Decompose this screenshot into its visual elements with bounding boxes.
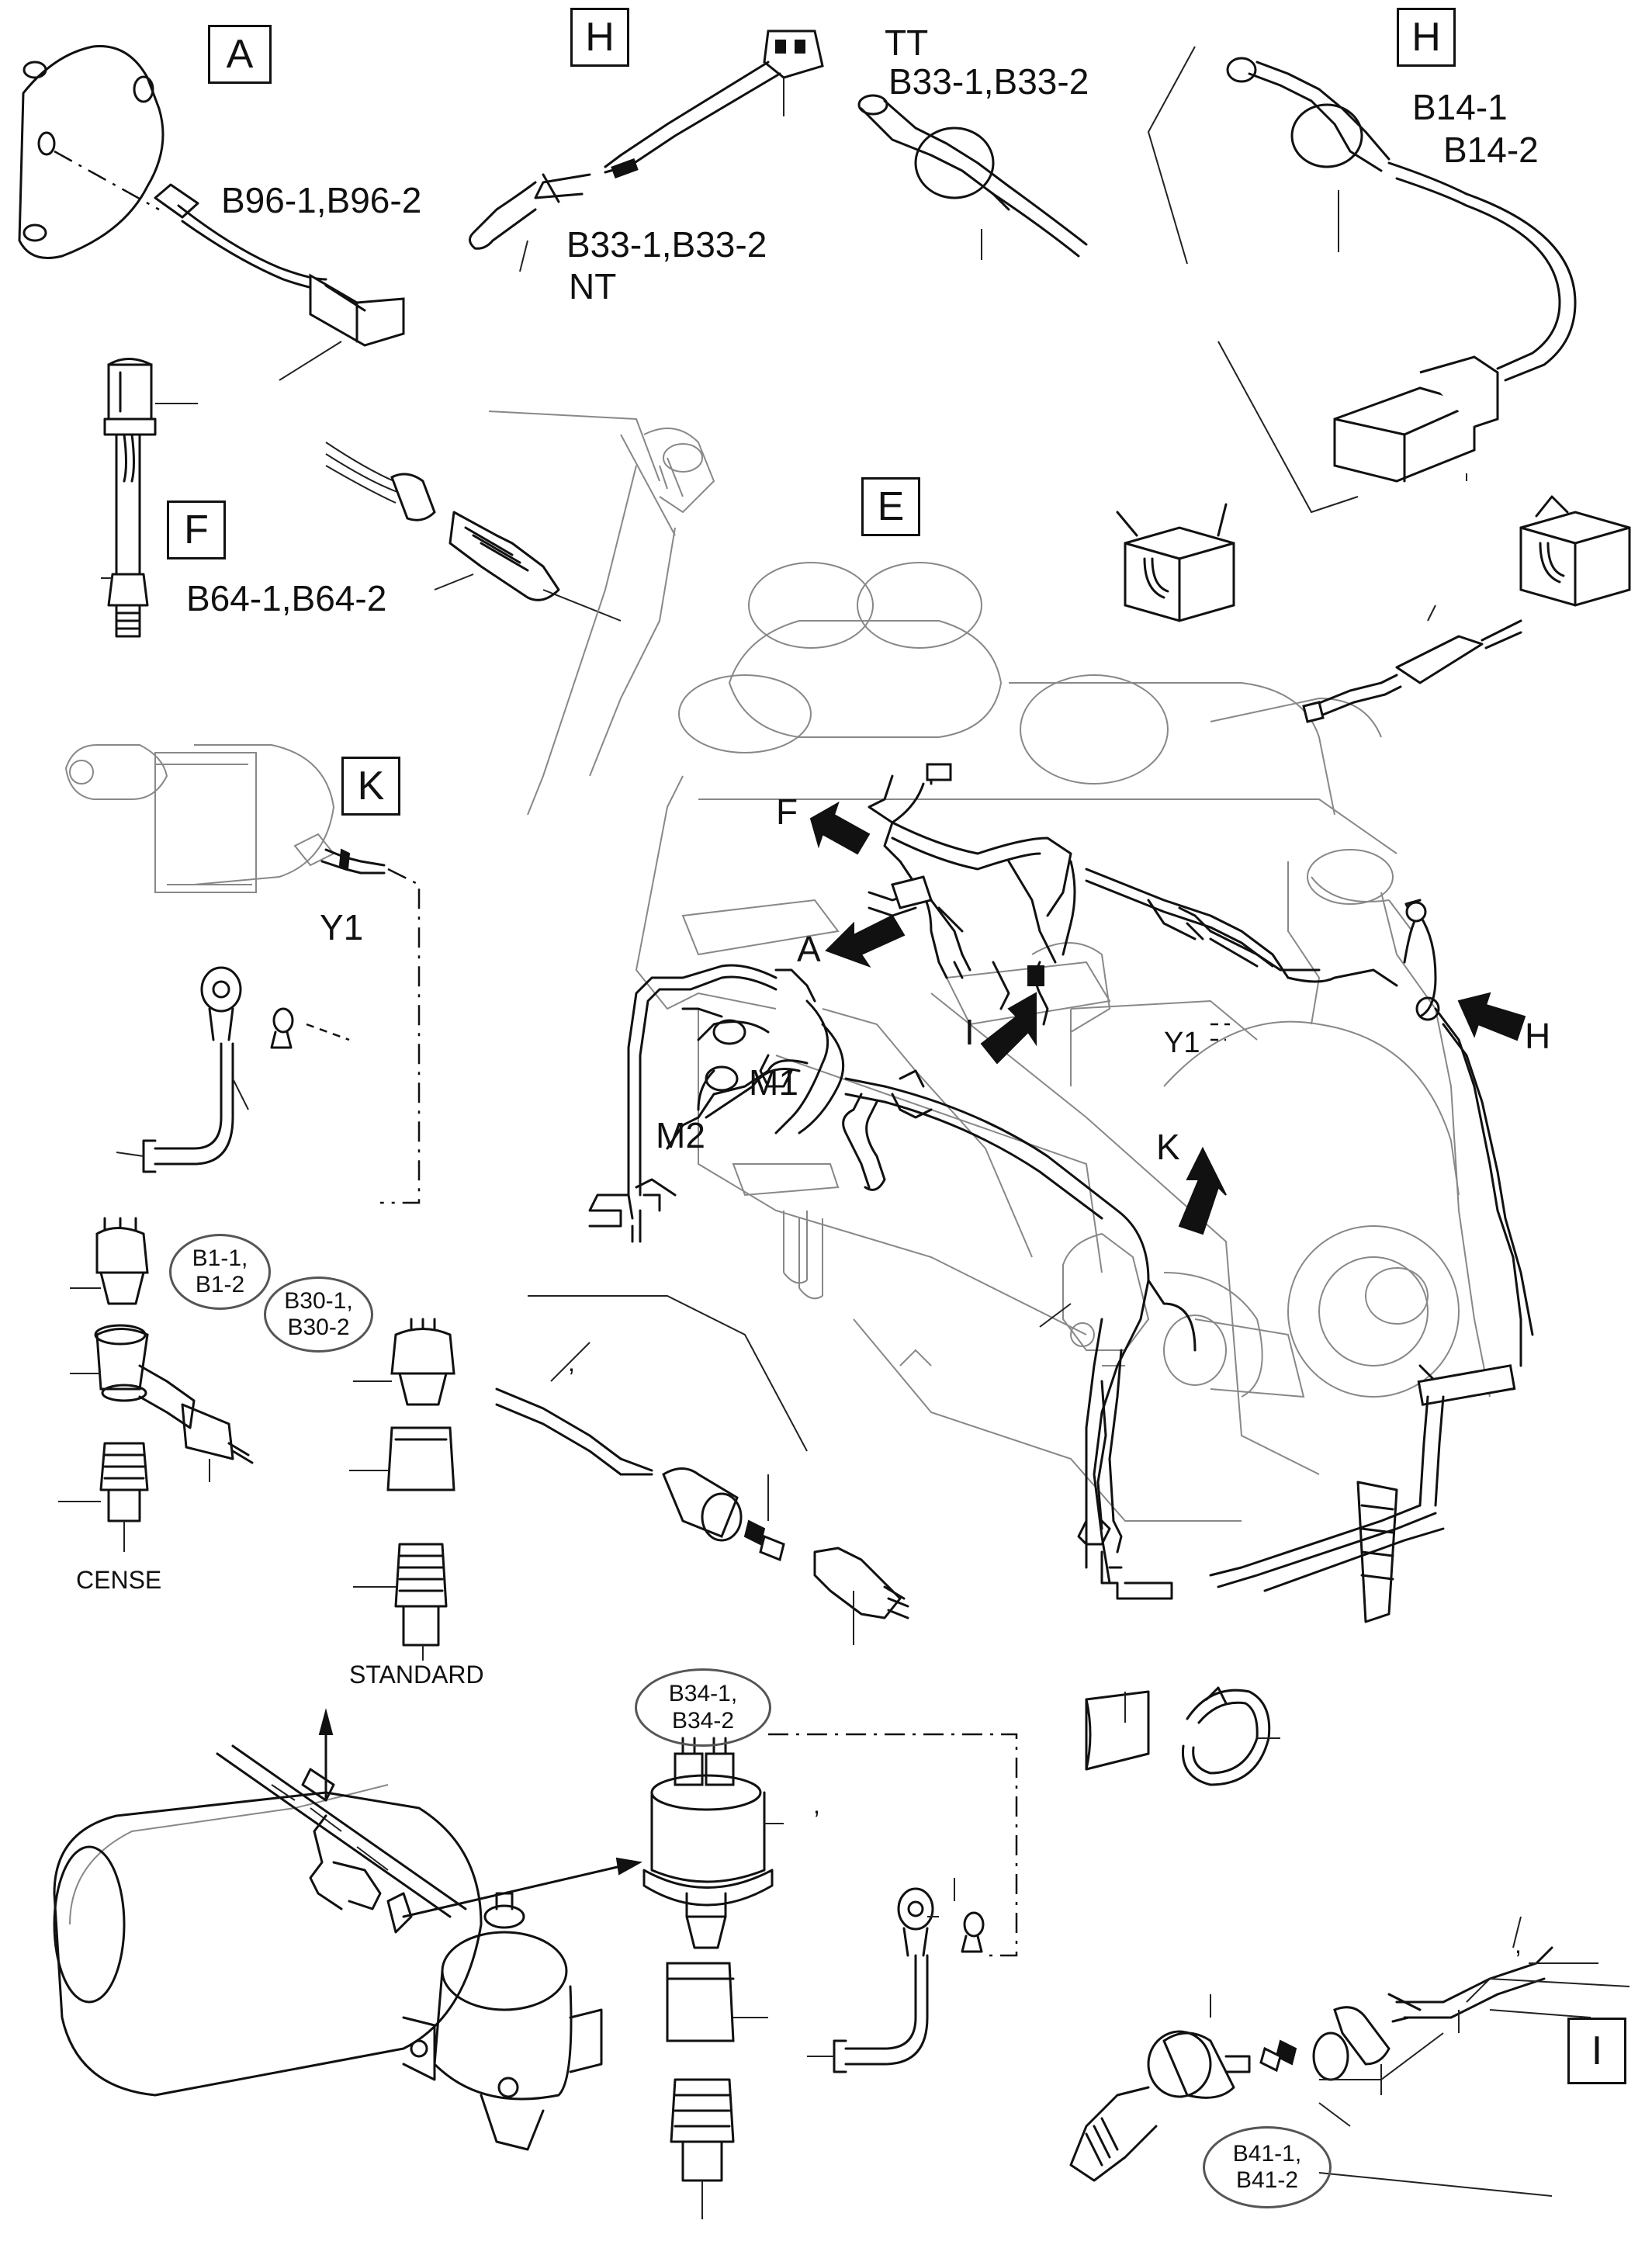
- label-b33-tt: B33-1,B33-2: [888, 61, 1089, 102]
- label-arrow-i: I: [965, 1012, 975, 1052]
- sensor-b96-illustration: [154, 183, 405, 347]
- sensor-plug-illustration: [325, 442, 622, 622]
- sensor-b14-illustration: [1226, 57, 1577, 483]
- label-standard: STANDARD: [349, 1661, 484, 1689]
- oval-b34: B34-1, B34-2: [635, 1668, 771, 1747]
- pressure-sensor-cense-illustration: [58, 1217, 254, 1552]
- label-b14-2: B14-2: [1443, 130, 1539, 170]
- section-i-leaders: [1319, 1962, 1598, 2080]
- label-comma-1: ,: [568, 1349, 575, 1377]
- section-box-f: F: [167, 501, 226, 559]
- label-comma-2: ,: [813, 1791, 820, 1819]
- label-arrow-h: H: [1525, 1016, 1551, 1056]
- label-m2: M2: [656, 1115, 705, 1155]
- label-cense: CENSE: [76, 1566, 162, 1594]
- oval-b30: B30-1, B30-2: [264, 1276, 373, 1353]
- wiring-harness-illustration: [588, 763, 1534, 1623]
- leader-line: [1039, 1303, 1072, 1328]
- section-box-k: K: [341, 757, 400, 816]
- arrowhead-right: [615, 1857, 642, 1876]
- oval-b34-line2: B34-2: [671, 1707, 735, 1734]
- label-y1-engine: Y1: [1164, 1027, 1200, 1059]
- section-box-i: I: [1567, 2018, 1626, 2084]
- label-nt: NT: [569, 266, 617, 307]
- label-arrow-f: F: [776, 792, 798, 832]
- oval-b30-line1: B30-1,: [284, 1287, 353, 1314]
- oval-b41: B41-1, B41-2: [1203, 2126, 1332, 2208]
- section-box-e: E: [861, 477, 920, 536]
- label-m1: M1: [749, 1062, 798, 1103]
- oval-b1-line1: B1-1,: [192, 1245, 248, 1271]
- sensor-b33-nt-illustration: [469, 29, 824, 272]
- actuator-y1-illustration: [64, 744, 421, 1204]
- section-box-h-right: H: [1397, 8, 1456, 67]
- section-box-h-left: H: [570, 8, 629, 67]
- label-arrow-k: K: [1156, 1127, 1180, 1167]
- label-b64: B64-1,B64-2: [186, 578, 387, 618]
- b34-dashed-leader: [768, 1733, 1018, 1957]
- cable-lug-left-illustration: [116, 966, 350, 1173]
- oval-b34-line1: B34-1,: [668, 1681, 738, 1706]
- leader-arrow-right: [402, 1865, 622, 1918]
- callout-arrows: [809, 801, 1526, 1235]
- sensor-b64-illustration: [101, 358, 198, 638]
- section-i-border: [1466, 1977, 1630, 2003]
- label-comma-3: ,: [1515, 1931, 1522, 1959]
- label-b96: B96-1,B96-2: [221, 180, 422, 220]
- arrowhead-up: [318, 1708, 334, 1735]
- section-i-divider: [1318, 2172, 1553, 2197]
- label-b14-1: B14-1: [1412, 87, 1508, 127]
- connector-housings-illustration: [1116, 495, 1631, 723]
- pressure-sensor-b34-illustration: [642, 1737, 784, 2219]
- hose-clamp-illustration: [1085, 1686, 1280, 1786]
- label-y1-left: Y1: [320, 907, 364, 947]
- oval-b30-line2: B30-2: [287, 1315, 350, 1340]
- y1-connector-marks: [1210, 1023, 1230, 1041]
- engine-block-illustration: [488, 410, 1491, 1522]
- oval-b41-line2: B41-2: [1235, 2167, 1299, 2193]
- pressure-sensor-standard-illustration: [349, 1318, 455, 1661]
- oval-b1-line2: B1-2: [195, 1272, 245, 1297]
- label-arrow-a: A: [797, 929, 821, 969]
- label-tt: TT: [885, 23, 929, 63]
- filter-housing-illustration: [53, 1744, 603, 2151]
- cable-lug-right-illustration: [807, 1878, 985, 2073]
- sensor-connector-chain-illustration: [495, 1295, 909, 1645]
- flange-plate-illustration: [18, 45, 165, 259]
- label-b33-nt: B33-1,B33-2: [566, 224, 767, 265]
- section-box-a: A: [208, 25, 272, 84]
- oval-b1: B1-1, B1-2: [169, 1234, 271, 1310]
- sensor-b33-tt-illustration: [857, 94, 1088, 260]
- oval-b41-line1: B41-1,: [1232, 2140, 1302, 2167]
